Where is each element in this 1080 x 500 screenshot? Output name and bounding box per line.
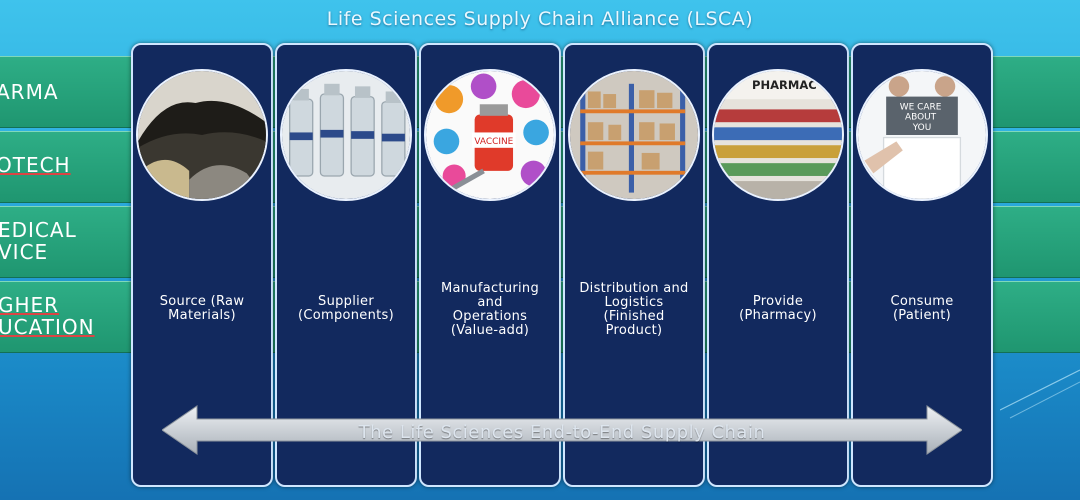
svg-text:WE CARE ABOUT: WE CARE ABOUT YOU [900,102,944,132]
pharmacy-icon: PHARMAC [712,69,844,201]
stage-label: Source (Raw Materials) [159,294,245,323]
industry-label: OTECH [0,153,71,177]
slide-title: Life Sciences Supply Chain Alliance (LSC… [326,8,754,30]
stage-column-patient: WE CARE ABOUT YOU Consume (Patient) [851,43,993,487]
stage-column-source: Source (Raw Materials) [131,43,273,487]
stage-label: Provide (Pharmacy) [739,294,817,323]
arrow-label: The Life Sciences End-to-End Supply Chai… [358,422,766,443]
patient-icon: WE CARE ABOUT YOU [856,69,988,201]
stage-column-pharmacy: PHARMAC Provide (Pharmacy) [707,43,849,487]
warehouse-icon [568,69,700,201]
stage-column-manufacturing: VACCINE Manufacturing and Operations (Va… [419,43,561,487]
industry-label: GHER UCATION [0,293,95,339]
stage-column-distribution: Distribution and Logistics (Finished Pro… [563,43,705,487]
svg-text:PHARMAC: PHARMAC [752,78,817,92]
industry-label: EDICAL VICE [0,218,77,264]
stage-label: Manufacturing and Operations (Value-add) [440,281,540,338]
svg-text:VACCINE: VACCINE [474,137,513,147]
stage-column-supplier: Supplier (Components) [275,43,417,487]
stage-label: Consume (Patient) [890,294,954,323]
vials-icon [280,69,412,201]
stage-label: Supplier (Components) [298,294,394,323]
decorative-lines [1000,369,1080,419]
industry-label: ARMA [0,80,59,104]
supply-chain-arrow: The Life Sciences End-to-End Supply Chai… [161,400,963,460]
raw-materials-icon [136,69,268,201]
stage-label: Distribution and Logistics (Finished Pro… [579,281,689,338]
vaccine-icon: VACCINE [424,69,556,201]
